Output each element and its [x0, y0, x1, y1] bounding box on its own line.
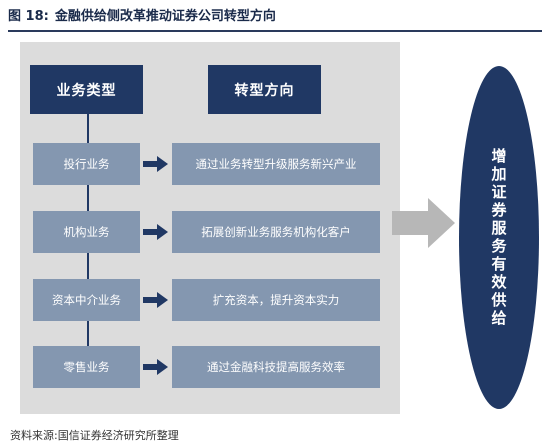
row-arrow-icon [143, 359, 168, 375]
outcome-text: 增加证券服务有效供给 [489, 147, 508, 328]
figure-title-text: 金融供给侧改革推动证券公司转型方向 [54, 9, 276, 24]
business-box-ib: 投行业务 [33, 143, 140, 185]
title-divider [8, 30, 542, 32]
direction-box-capital-intermediary: 扩充资本，提升资本实力 [172, 279, 380, 321]
business-type-header: 业务类型 [30, 65, 143, 114]
row-arrow-icon [143, 292, 168, 308]
row-arrow-icon [143, 156, 168, 172]
outcome-ellipse: 增加证券服务有效供给 [459, 66, 539, 409]
direction-box-retail: 通过金融科技提高服务效率 [172, 346, 380, 388]
row-arrow-icon [143, 224, 168, 240]
business-box-retail: 零售业务 [33, 346, 140, 388]
transformation-direction-header: 转型方向 [208, 65, 321, 114]
outcome-arrow-icon [392, 198, 455, 248]
source-note: 资料来源:国信证券经济研究所整理 [10, 429, 179, 442]
figure-number: 图 18: [8, 9, 49, 24]
business-box-capital-intermediary: 资本中介业务 [33, 279, 140, 321]
direction-box-ib: 通过业务转型升级服务新兴产业 [172, 143, 380, 185]
direction-box-institutional: 拓展创新业务服务机构化客户 [172, 211, 380, 253]
business-box-institutional: 机构业务 [33, 211, 140, 253]
figure-title: 图 18: 金融供给侧改革推动证券公司转型方向 [8, 6, 542, 28]
